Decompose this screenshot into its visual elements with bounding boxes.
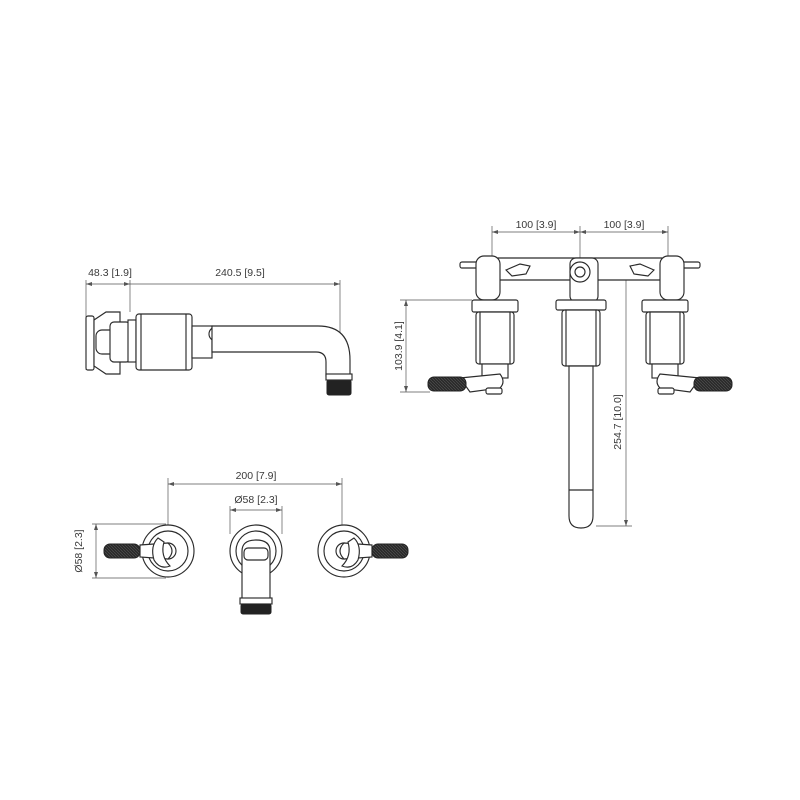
side-wall-flange [85,311,131,375]
top-center-spout [229,524,283,615]
top-handle-flange-dimension: Ø58 [2.3] [73,523,166,579]
side-reach-dimension: 240.5 [9.5] [130,267,341,370]
top-left-handle [103,524,195,578]
side-view: 48.3 [1.9] 240.5 [9.5] [85,267,353,396]
top-handle-flange-label: Ø58 [2.3] [73,529,85,572]
front-right-handle-knurl [693,376,733,392]
front-left-valve [427,255,519,395]
side-spout [211,325,353,396]
side-depth-label: 48.3 [1.9] [88,267,132,279]
front-total-height-label: 254.7 [10.0] [612,394,624,450]
top-width-label: 200 [7.9] [236,470,277,482]
front-left-spacing-label: 100 [3.9] [516,219,557,231]
top-right-handle [317,524,409,578]
top-view: 200 [7.9] Ø58 [2.3] Ø58 [2.3] [73,470,409,615]
top-spout-flange-label: Ø58 [2.3] [234,494,277,506]
front-left-handle-knurl [427,376,467,392]
front-view: 100 [3.9] 100 [3.9] 103.9 [4.1] 254.7 [1… [393,219,733,529]
top-spout-aerator [240,603,272,615]
top-left-handle-knurl [103,543,141,559]
front-body-height-label: 103.9 [4.1] [393,321,405,371]
side-spout-aerator [326,379,352,396]
top-width-dimension: 200 [7.9] [167,470,343,530]
front-body-height-dimension: 103.9 [4.1] [393,299,472,393]
front-center-spout [555,257,607,529]
side-reach-label: 240.5 [9.5] [215,267,265,279]
side-body [127,313,224,371]
front-right-spacing-label: 100 [3.9] [604,219,645,231]
front-spacing-dimension: 100 [3.9] 100 [3.9] [491,219,669,270]
front-right-valve [641,255,733,395]
top-right-handle-knurl [371,543,409,559]
top-spout-flange-dimension: Ø58 [2.3] [229,494,283,534]
